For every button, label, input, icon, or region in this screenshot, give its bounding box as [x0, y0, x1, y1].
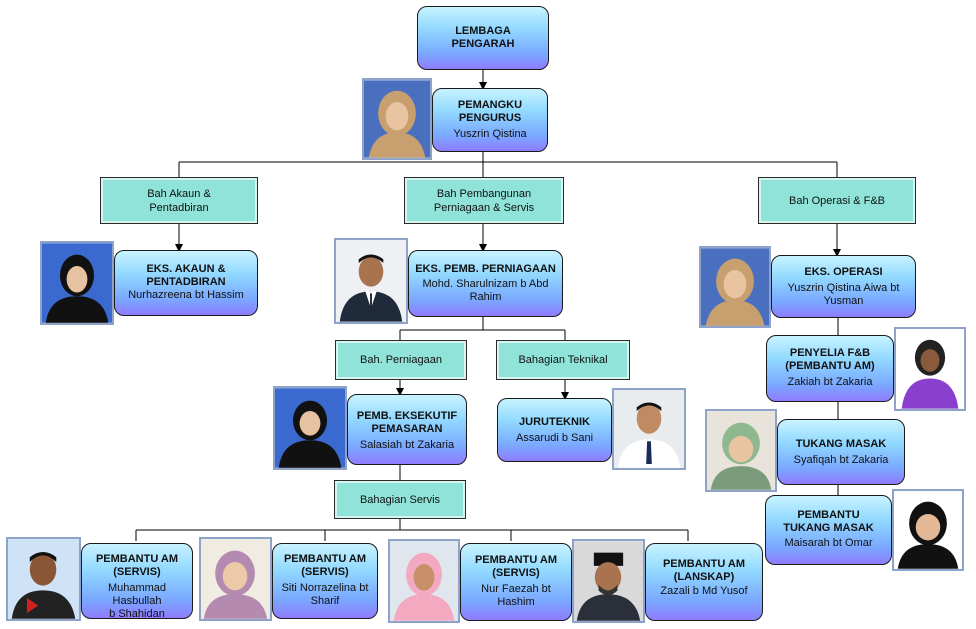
pembantu-tukang-title1: PEMBANTU	[797, 509, 860, 521]
box-pembantu-tukang-masak: PEMBANTU TUKANG MASAK Maisarah bt Omar	[765, 495, 892, 565]
pemasaran-name: Salasiah bt Zakaria	[359, 439, 455, 451]
board-of-directors-box: LEMBAGA PENGARAH	[417, 6, 549, 70]
photo-eks-operasi	[699, 246, 771, 328]
am4-title2: (LANSKAP)	[673, 571, 735, 583]
am1-title2: (SERVIS)	[113, 566, 161, 578]
penyelia-name: Zakiah bt Zakaria	[787, 376, 873, 388]
am2-name1: Siti Norrazelina bt	[281, 582, 369, 594]
am3-title1: PEMBANTU AM	[474, 554, 558, 566]
tukang-masak-title1: TUKANG MASAK	[795, 438, 887, 450]
manager-name: Yuszrin Qistina	[453, 128, 527, 140]
photo-penyelia	[894, 327, 966, 411]
eks-akaun-title2: PENTADBIRAN	[146, 276, 226, 288]
eks-perniagaan-name1: Mohd. Sharulnizam b Abd	[422, 278, 549, 290]
am1-name1: Muhammad Hasbullah	[107, 582, 167, 607]
pemasaran-title1: PEMB. EKSEKUTIF	[356, 410, 458, 422]
photo-pembantu-tukang-masak	[892, 489, 964, 571]
penyelia-title1: PENYELIA F&B	[789, 347, 871, 359]
eks-perniagaan-name2: Rahim	[469, 291, 502, 303]
manager-photo	[362, 78, 432, 160]
eks-akaun-title1: EKS. AKAUN &	[146, 263, 226, 275]
dept-akaun-line1: Bah Akaun &	[147, 187, 211, 200]
eks-operasi-name1: Yuszrin Qistina Aiwa bt	[787, 282, 900, 294]
photo-pemasaran	[273, 386, 347, 470]
manager-title-line2: PENGURUS	[458, 112, 522, 124]
box-juruteknik: JURUTEKNIK Assarudi b Sani	[497, 398, 612, 462]
photo-am1	[6, 537, 81, 621]
dept-servis: Bahagian Servis	[334, 480, 466, 519]
manager-title-line1: PEMANGKU	[457, 99, 523, 111]
board-title-line2: PENGARAH	[451, 38, 515, 50]
box-eks-perniagaan: EKS. PEMB. PERNIAGAAN Mohd. Sharulnizam …	[408, 250, 563, 317]
am2-title1: PEMBANTU AM	[283, 553, 367, 565]
eks-perniagaan-title1: EKS. PEMB. PERNIAGAAN	[415, 263, 556, 275]
am4-title1: PEMBANTU AM	[662, 558, 746, 570]
dept-pembangunan-line1: Bah Pembangunan	[436, 187, 532, 200]
pemasaran-title2: PEMASARAN	[371, 423, 443, 435]
box-am4: PEMBANTU AM (LANSKAP) Zazali b Md Yusof	[645, 543, 763, 621]
dept-pembangunan: Bah Pembangunan Perniagaan & Servis	[404, 177, 564, 224]
manager-box: PEMANGKU PENGURUS Yuszrin Qistina	[432, 88, 548, 152]
dept-operasi: Bah Operasi & F&B	[758, 177, 916, 224]
photo-am4	[572, 539, 645, 623]
photo-juruteknik	[612, 388, 686, 470]
dept-teknikal: Bahagian Teknikal	[496, 340, 630, 380]
tukang-masak-name: Syafiqah bt Zakaria	[793, 454, 889, 466]
box-eks-akaun: EKS. AKAUN & PENTADBIRAN Nurhazreena bt …	[114, 250, 258, 316]
box-penyelia: PENYELIA F&B (PEMBANTU AM) Zakiah bt Zak…	[766, 335, 894, 402]
am3-name2: Hashim	[497, 596, 535, 608]
box-pemasaran: PEMB. EKSEKUTIF PEMASARAN Salasiah bt Za…	[347, 394, 467, 465]
am1-name2: b Shahidan	[109, 608, 165, 620]
box-am1: PEMBANTU AM (SERVIS) Muhammad Hasbullah …	[81, 543, 193, 620]
am3-title2: (SERVIS)	[492, 567, 540, 579]
dept-akaun-line2: Pentadbiran	[149, 201, 209, 214]
dept-teknikal-line1: Bahagian Teknikal	[518, 354, 608, 366]
dept-perniagaan-line1: Bah. Perniagaan	[360, 354, 442, 366]
dept-operasi-line1: Bah Operasi & F&B	[789, 194, 885, 207]
penyelia-title2: (PEMBANTU AM)	[785, 360, 875, 372]
am2-name2: Sharif	[310, 595, 340, 607]
dept-pembangunan-line2: Perniagaan & Servis	[433, 201, 535, 214]
box-am3: PEMBANTU AM (SERVIS) Nur Faezah bt Hashi…	[460, 543, 572, 621]
photo-eks-akaun	[40, 241, 114, 325]
eks-akaun-name: Nurhazreena bt Hassim	[128, 289, 244, 301]
dept-akaun-pentadbiran: Bah Akaun & Pentadbiran	[100, 177, 258, 224]
am3-name1: Nur Faezah bt	[481, 583, 551, 595]
photo-am2	[199, 537, 272, 621]
eks-operasi-title1: EKS. OPERASI	[804, 266, 883, 278]
am4-name1: Zazali b Md Yusof	[660, 585, 748, 597]
juruteknik-name: Assarudi b Sani	[515, 432, 594, 444]
photo-eks-perniagaan	[334, 238, 408, 324]
photo-am3	[388, 539, 460, 623]
eks-operasi-name2: Yusman	[823, 295, 864, 307]
box-eks-operasi: EKS. OPERASI Yuszrin Qistina Aiwa bt Yus…	[771, 255, 916, 318]
photo-tukang-masak	[705, 409, 777, 492]
box-tukang-masak: TUKANG MASAK Syafiqah bt Zakaria	[777, 419, 905, 485]
dept-perniagaan: Bah. Perniagaan	[335, 340, 467, 380]
pembantu-tukang-title2: TUKANG MASAK	[783, 522, 874, 534]
pembantu-tukang-name: Maisarah bt Omar	[784, 537, 873, 549]
box-am2: PEMBANTU AM (SERVIS) Siti Norrazelina bt…	[272, 543, 378, 619]
juruteknik-title1: JURUTEKNIK	[519, 416, 590, 428]
am1-title1: PEMBANTU AM	[95, 553, 179, 565]
dept-servis-line1: Bahagian Servis	[359, 493, 441, 506]
board-title-line1: LEMBAGA	[455, 25, 511, 37]
am2-title2: (SERVIS)	[301, 566, 349, 578]
